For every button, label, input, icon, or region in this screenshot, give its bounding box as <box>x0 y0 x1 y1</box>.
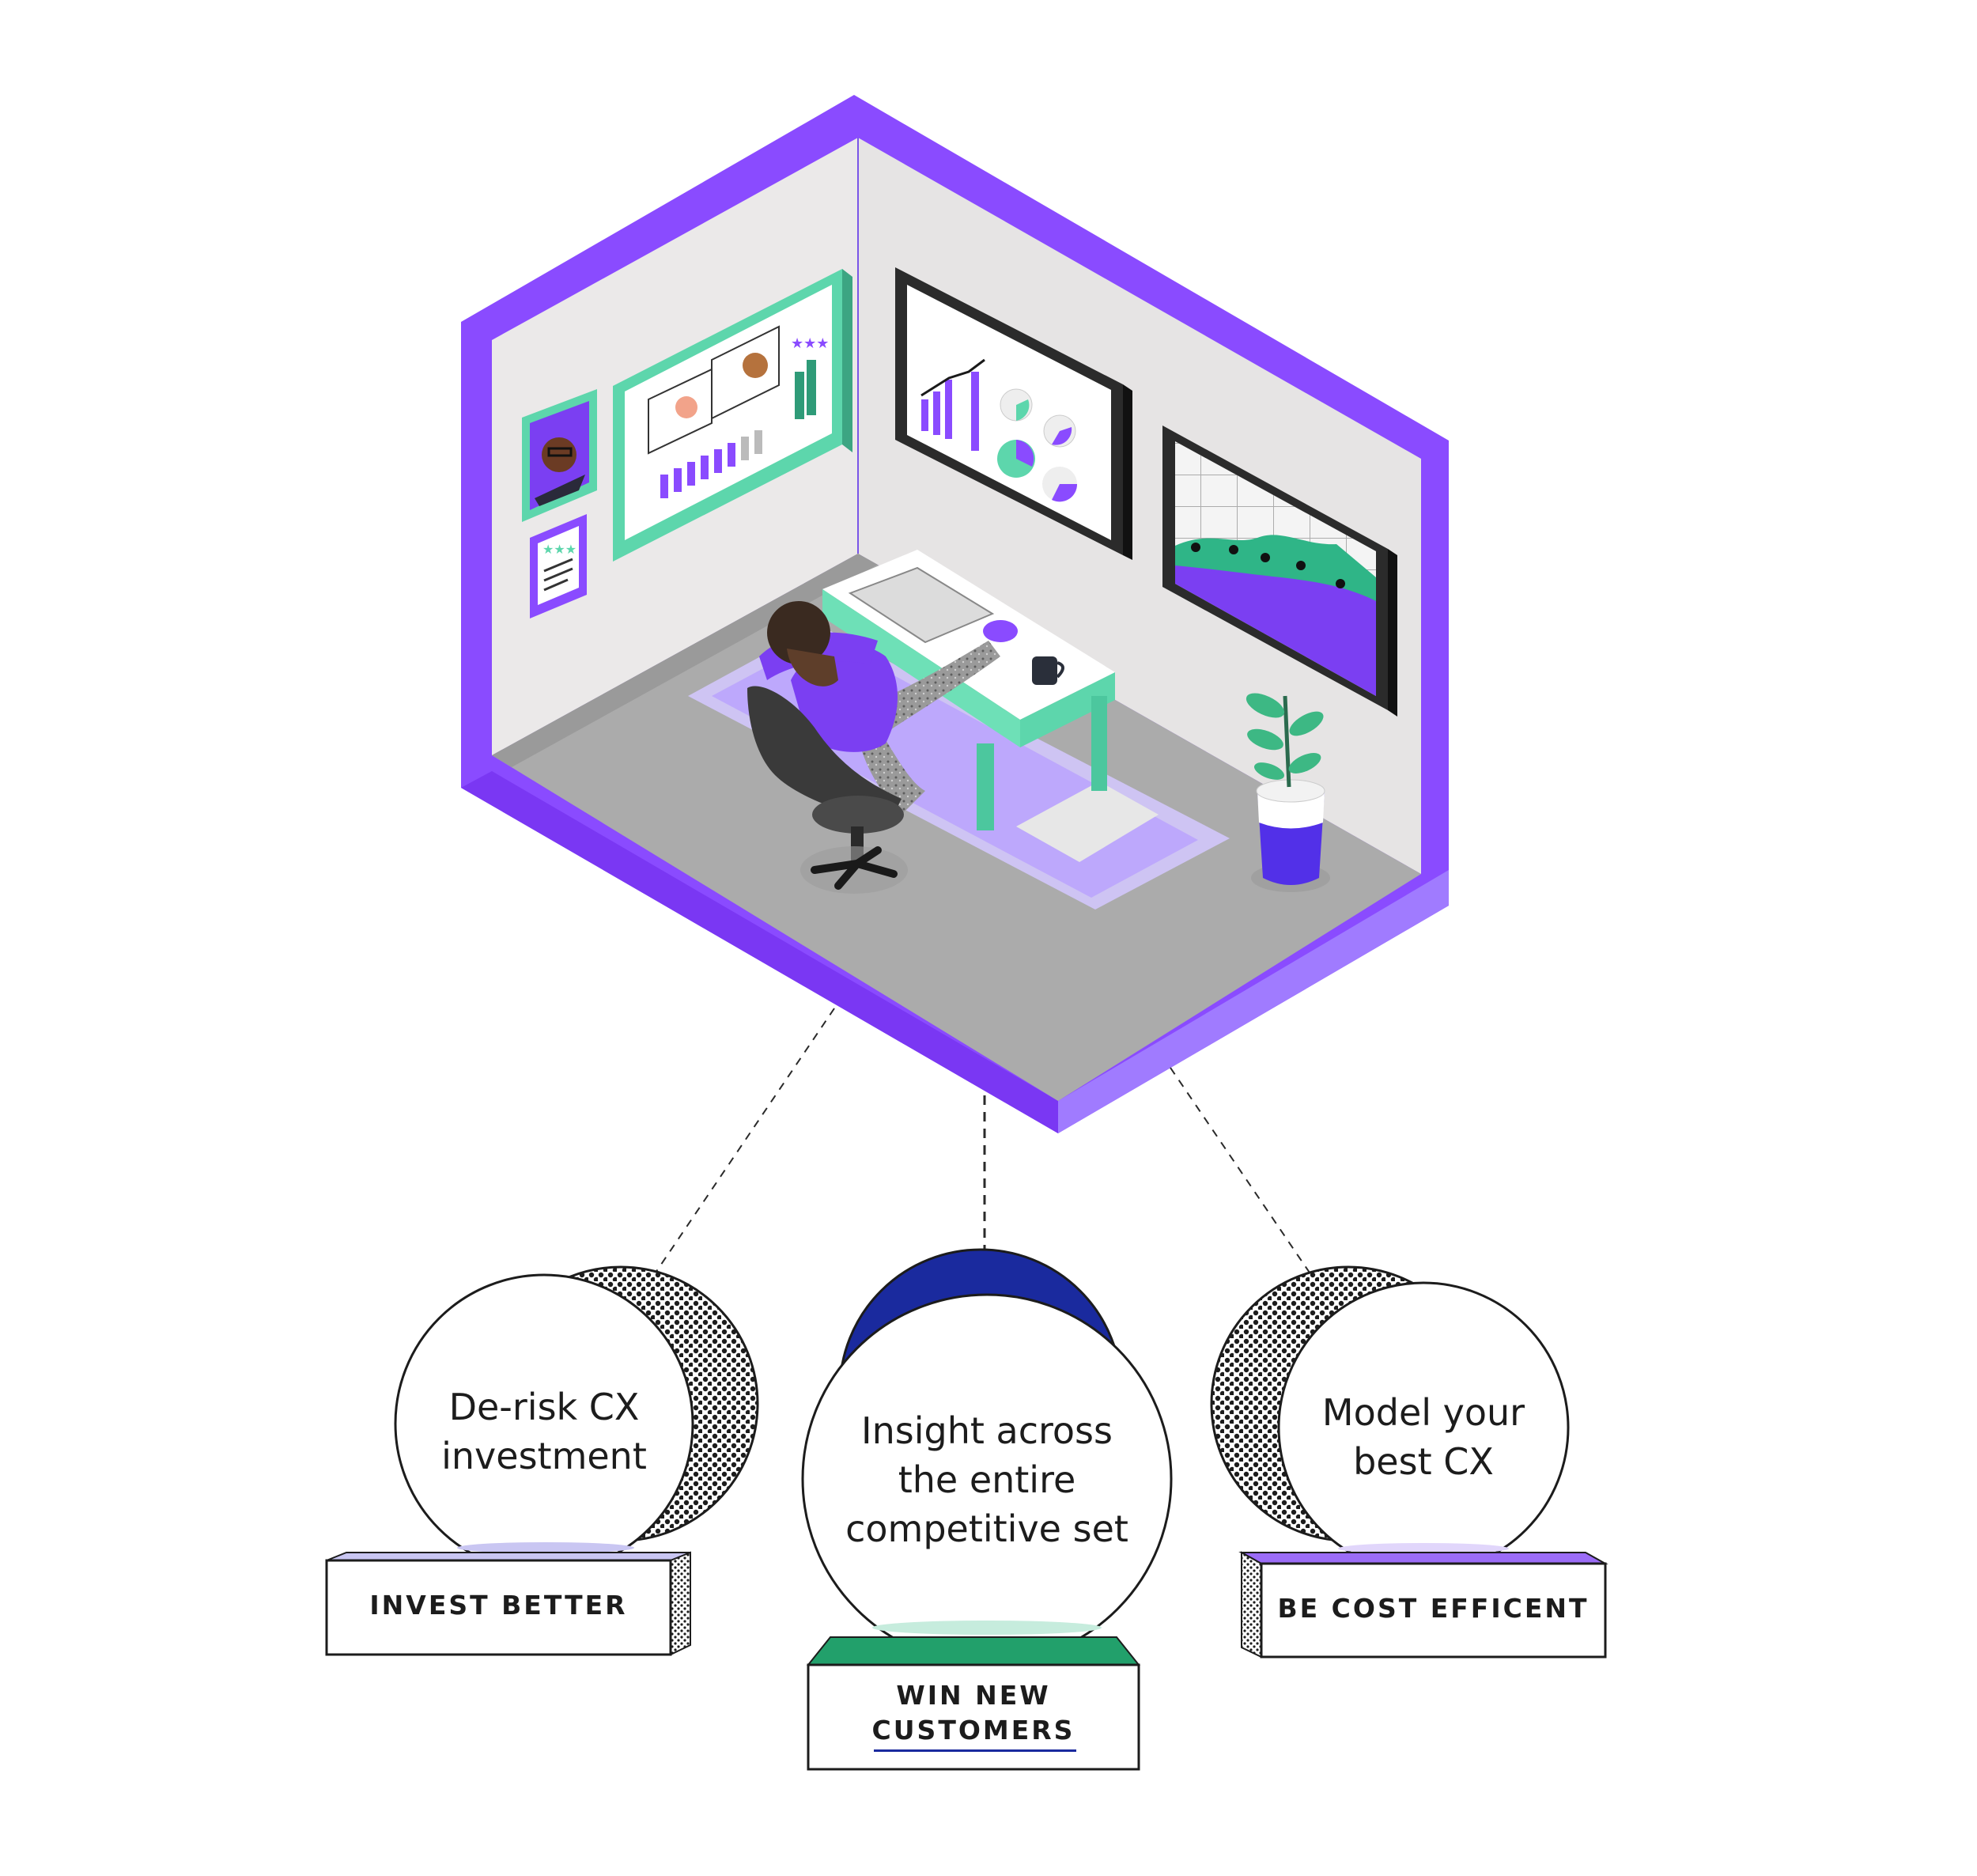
base-front <box>325 1559 672 1656</box>
connector-lines <box>652 1008 1314 1278</box>
bubble-line: competitive set <box>845 1507 1128 1550</box>
pillar-win-new-customers <box>801 1248 1173 1771</box>
customer-profile-screen-icon: ★★★ <box>613 269 852 562</box>
base-top <box>1238 1552 1608 1564</box>
pillar-invest-better <box>325 1265 759 1656</box>
area-chart-screen-icon <box>1162 426 1397 717</box>
rating-card-icon: ★★★ <box>530 514 587 618</box>
person-at-desk-icon <box>759 601 1018 815</box>
laptop-icon <box>848 566 995 644</box>
svg-text:★★★: ★★★ <box>542 542 576 557</box>
portrait-frame-icon <box>522 389 597 522</box>
base-label-invest-better: INVEST BETTER <box>327 1588 671 1623</box>
base-label-underline <box>874 1749 1076 1752</box>
room-frame-left-face <box>461 771 1058 1133</box>
svg-text:★★★: ★★★ <box>791 335 829 352</box>
bubble-line: the entire <box>898 1458 1076 1501</box>
bubble-line: De-risk CX <box>448 1386 640 1428</box>
base-side <box>1241 1551 1262 1659</box>
bar-chart-screen-icon <box>895 267 1132 560</box>
isometric-office-room: ★★★ ★★★ <box>461 95 1449 1133</box>
bubble-text-model: Model your best CX <box>1273 1388 1574 1486</box>
base-top <box>806 1636 1141 1666</box>
base-side <box>670 1551 691 1656</box>
office-chair-icon <box>747 686 908 894</box>
base-label-be-cost-efficient: BE COST EFFICENT <box>1261 1591 1605 1626</box>
potted-plant-icon <box>1246 693 1330 892</box>
pillar-be-cost-efficient <box>1210 1265 1608 1659</box>
connector-right <box>1170 1067 1314 1278</box>
bubble-text-derisk: De-risk CX investment <box>394 1382 694 1481</box>
base-front <box>807 1663 1140 1771</box>
bubble-line: investment <box>441 1435 647 1477</box>
bubble-line: Model your <box>1321 1391 1525 1434</box>
connector-left <box>652 1008 835 1278</box>
bubble-text-insight: Insight across the entire competitive se… <box>815 1406 1159 1553</box>
coffee-mug-icon <box>1032 656 1064 685</box>
base-label-line: WIN NEW <box>896 1680 1051 1711</box>
room-frame-right-face <box>1058 870 1449 1133</box>
bubble-line: best CX <box>1353 1440 1494 1483</box>
base-label-line: BE COST EFFICENT <box>1277 1593 1590 1624</box>
base-label-line: CUSTOMERS <box>871 1715 1075 1746</box>
base-label-line: INVEST BETTER <box>369 1590 628 1621</box>
base-label-win-new-customers: WIN NEW CUSTOMERS <box>808 1678 1139 1748</box>
bubble-line: Insight across <box>861 1409 1113 1452</box>
base-front <box>1260 1562 1607 1659</box>
